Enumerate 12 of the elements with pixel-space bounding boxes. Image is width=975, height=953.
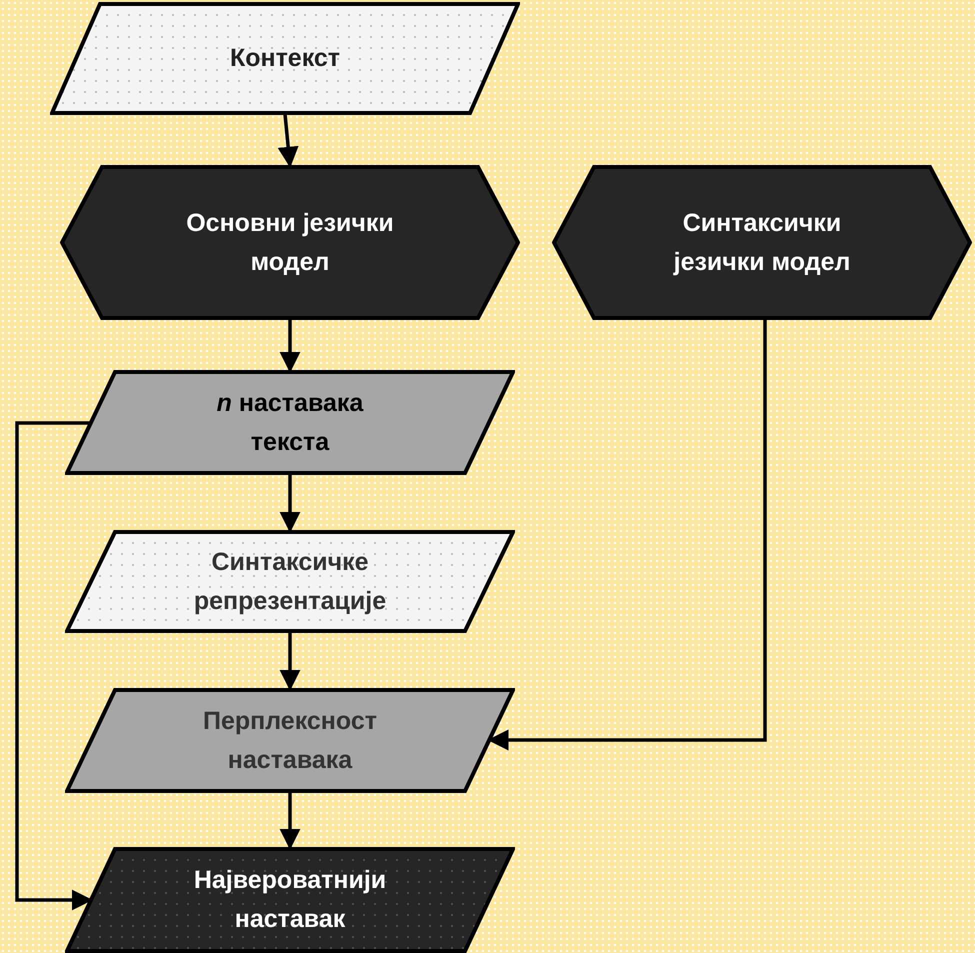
node-label: Синтаксички језички модел [672,208,852,278]
arrow [280,474,300,533]
arrow [280,792,300,850]
arrow [280,319,300,373]
arrow [278,114,299,168]
node-label: Контекст [230,43,340,74]
node-label: Основни језички модел [185,208,395,278]
node-label: Синтаксичке репрезентације [192,546,388,616]
node-label: Перплексност наставака [202,706,378,776]
arrow [280,632,300,691]
node-label: Највероватнији наставак [192,865,388,935]
node-label: n наставака текста [216,388,364,458]
